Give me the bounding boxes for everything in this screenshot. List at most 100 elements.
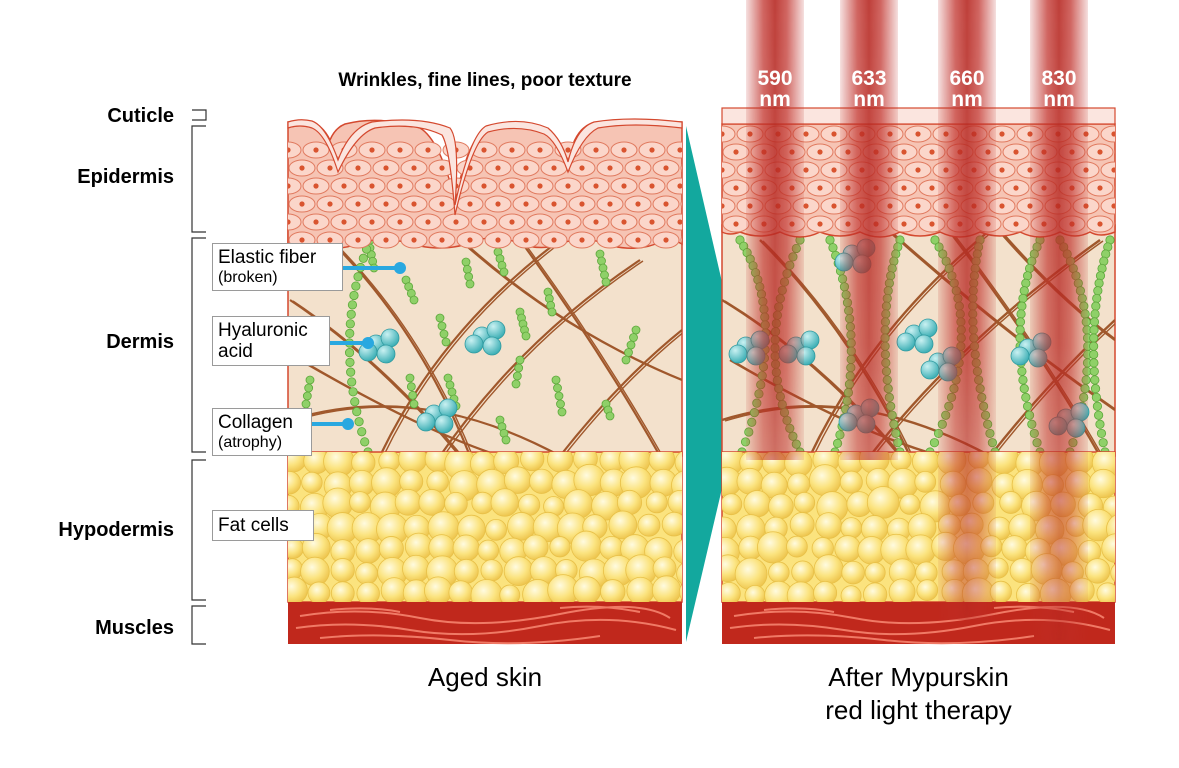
wavelength-830-unit: nm <box>1043 88 1075 111</box>
elastic-bead <box>360 437 370 447</box>
cell-nucleus <box>355 201 361 207</box>
fat-cell <box>809 464 841 497</box>
cell-nucleus <box>509 219 515 225</box>
caption-after-line1: After Mypurskin <box>828 662 1009 692</box>
epidermis-cell <box>247 142 273 158</box>
cell-nucleus <box>1013 149 1019 155</box>
cell-nucleus <box>439 237 445 243</box>
collagen-fiber <box>562 332 682 456</box>
dermis-bracket <box>191 237 206 453</box>
transition-arrow <box>686 126 746 642</box>
elastic-bead <box>553 383 562 393</box>
epidermis-cell <box>1129 198 1155 214</box>
callout-connectors <box>312 262 406 430</box>
elastic-bead <box>626 340 636 350</box>
elastic-bead <box>1015 317 1026 327</box>
cell-nucleus <box>467 237 473 243</box>
wavelength-590-value: 590 <box>757 67 793 90</box>
cell-nucleus <box>369 219 375 225</box>
elastic-bead <box>346 309 356 319</box>
fat-cell <box>424 576 453 602</box>
epidermis-cell <box>1100 125 1115 143</box>
cell-nucleus <box>288 219 291 225</box>
callout-fat-label: Fat cells <box>218 515 289 536</box>
label-hypodermis: Hypodermis <box>58 519 174 541</box>
fat-cell <box>1110 563 1115 583</box>
caption-after-line2: red light therapy <box>825 695 1012 725</box>
cell-nucleus <box>1097 185 1103 191</box>
cell-nucleus <box>509 147 515 153</box>
fat-cell <box>1101 533 1115 563</box>
elastic-bead <box>515 355 525 365</box>
fat-cell <box>768 493 794 520</box>
elastic-bead <box>1090 309 1100 319</box>
fat-cell <box>307 581 331 602</box>
elastic-bead <box>501 435 511 445</box>
callout-elastic-label: Elastic fiber <box>218 247 317 268</box>
fat-cell <box>840 585 862 602</box>
cell-nucleus <box>257 183 262 188</box>
fat-cell <box>637 513 661 537</box>
elastic-bead <box>406 382 416 392</box>
wavelength-830-value: 830 <box>1041 67 1077 90</box>
hyaluronic-molecule <box>728 344 748 364</box>
cell-nucleus <box>425 183 431 189</box>
collagen-fiber <box>522 240 664 456</box>
cell-nucleus <box>579 237 585 243</box>
fat-cell <box>572 576 602 602</box>
cell-nucleus <box>803 203 809 209</box>
fat-cell <box>356 581 380 602</box>
cell-nucleus <box>831 203 837 209</box>
collagen-fiber <box>332 240 474 456</box>
fat-cell <box>1096 582 1115 602</box>
fat-cell <box>899 493 921 515</box>
cell-nucleus <box>705 183 710 188</box>
fat-cell <box>743 490 771 518</box>
beam-830nm <box>1030 0 1088 640</box>
cell-nucleus <box>733 185 739 191</box>
cell-nucleus <box>313 183 319 189</box>
elastic-bead <box>605 411 615 421</box>
elastic-bead <box>409 295 419 305</box>
fat-cell <box>626 576 655 602</box>
treated-cuticle-layer <box>721 107 1116 125</box>
elastic-bead <box>557 407 567 417</box>
cell-nucleus <box>565 183 571 189</box>
elastic-bead <box>345 319 355 329</box>
elastic-bead <box>348 387 358 397</box>
callout-collagen-sub: (atrophy) <box>218 434 283 451</box>
cell-nucleus <box>481 219 487 225</box>
elastic-bead <box>352 407 362 417</box>
beam-633nm <box>840 0 898 460</box>
fat-cell <box>452 534 480 562</box>
cell-nucleus <box>635 237 641 243</box>
collagen-fiber <box>302 360 503 456</box>
epidermis-cell <box>1100 161 1115 179</box>
cuticle-layer <box>287 118 683 216</box>
elastic-bead <box>437 321 447 331</box>
elastic-bead <box>464 272 474 282</box>
epidermis-cell <box>722 197 736 215</box>
beam-660nm <box>938 0 996 620</box>
cell-nucleus <box>607 201 613 207</box>
elastic-bead <box>521 331 531 341</box>
hyaluronic-molecule <box>918 318 938 338</box>
hyaluronic-molecule <box>1010 346 1030 366</box>
cell-nucleus <box>299 165 305 171</box>
treated-skin-panel <box>721 0 1155 645</box>
cell-nucleus <box>383 201 389 207</box>
fat-cell <box>418 489 446 516</box>
fat-cell <box>480 559 503 582</box>
cell-nucleus <box>327 237 333 243</box>
muscle-fibers <box>295 605 677 645</box>
epidermis-cell <box>680 164 682 172</box>
elastic-bead <box>929 438 940 448</box>
fat-cell <box>600 579 626 602</box>
cell-nucleus <box>901 149 907 155</box>
hyaluronic-molecule <box>482 336 502 356</box>
top-title: Wrinkles, fine lines, poor texture <box>338 70 632 91</box>
cell-nucleus <box>817 149 823 155</box>
cell-nucleus <box>397 147 403 153</box>
cell-nucleus <box>537 219 543 225</box>
